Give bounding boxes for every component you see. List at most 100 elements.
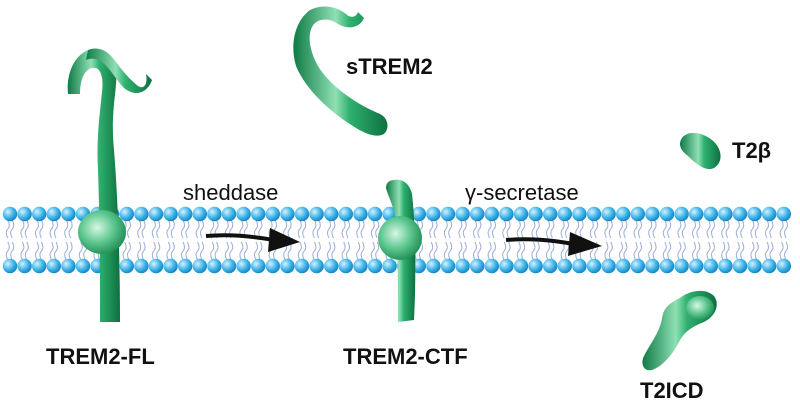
lipid-tail <box>151 241 156 261</box>
lipid-head <box>586 258 602 274</box>
lipid-head <box>192 206 207 222</box>
lipid-tail <box>224 241 229 261</box>
lipid-head <box>557 206 572 222</box>
lipid-tail <box>550 219 555 239</box>
lipid-head <box>543 206 558 222</box>
lipid-tail <box>64 241 69 261</box>
lipid-head <box>630 258 645 274</box>
lipid-tail <box>166 219 171 239</box>
trem2-ctf-protein <box>378 179 422 322</box>
lipid-tail <box>623 219 628 239</box>
lipid-head <box>455 206 470 222</box>
lipid-head <box>148 258 164 274</box>
lipid-tail <box>287 219 292 239</box>
lipid-head <box>528 258 543 274</box>
lipid-tail <box>579 219 584 239</box>
lipid-tail <box>706 241 711 261</box>
lipid-tail <box>297 219 302 239</box>
lipid-tail <box>779 219 784 239</box>
t2icd-fragment <box>642 290 717 371</box>
lipid-tail <box>151 219 156 239</box>
lipid-tail <box>10 219 15 239</box>
lipid-head <box>659 258 675 274</box>
lipid-head <box>367 206 383 222</box>
lipid-tail <box>433 219 438 239</box>
lipid-tail <box>327 241 331 261</box>
lipid-tail <box>35 241 39 261</box>
lipid-tail <box>506 219 511 239</box>
lipid-tail <box>692 219 696 239</box>
lipid-tail <box>765 241 769 261</box>
lipid-tail <box>356 241 361 261</box>
lipid-head <box>411 206 426 222</box>
lipid-tail <box>54 219 58 239</box>
lipid-head <box>689 258 704 274</box>
lipid-tail <box>696 241 701 261</box>
lipid-head <box>324 258 339 274</box>
lipid-tail <box>20 219 25 239</box>
lipid-tail <box>448 241 453 261</box>
lipid-tail <box>127 219 131 239</box>
lipid-tail <box>531 241 536 261</box>
lipid-tail <box>652 241 657 261</box>
lipid-tails <box>5 219 788 261</box>
lipid-tail <box>565 219 569 239</box>
lipid-head <box>674 206 689 222</box>
lipid-tail <box>166 241 171 261</box>
lipid-head <box>134 206 149 222</box>
lipid-head <box>61 258 76 274</box>
lipid-tail <box>516 241 521 261</box>
lipid-tail <box>433 241 438 261</box>
lipid-tail <box>316 241 321 261</box>
lipid-tail <box>473 219 477 239</box>
lipid-tail <box>521 219 526 239</box>
lipid-tail <box>24 241 29 261</box>
lipid-tail <box>604 241 609 261</box>
lipid-tail <box>331 241 336 261</box>
lipid-head <box>119 206 134 222</box>
lipid-head <box>280 258 295 274</box>
lipid-head <box>309 206 324 222</box>
lipid-tail <box>254 241 258 261</box>
lipid-tail <box>10 241 15 261</box>
lipid-head <box>762 206 777 222</box>
strem2-label: sTREM2 <box>346 54 433 79</box>
lipid-tail <box>692 241 696 261</box>
lipid-tail <box>725 219 730 239</box>
lipid-tail <box>287 241 292 261</box>
lipid-tail <box>375 219 380 239</box>
lipid-head <box>703 206 718 222</box>
lipid-tail <box>750 219 755 239</box>
lipid-tail <box>346 241 350 261</box>
lipid-tail <box>735 241 740 261</box>
lipid-tail <box>331 219 336 239</box>
lipid-tail <box>370 219 375 239</box>
lipid-head <box>265 206 280 222</box>
lipid-tail <box>648 241 653 261</box>
lipid-head <box>294 258 310 274</box>
lipid-head <box>2 206 18 222</box>
lipid-tail <box>141 219 146 239</box>
lipid-head <box>148 206 164 222</box>
lipid-tail <box>769 241 774 261</box>
lipid-tail <box>458 219 463 239</box>
lipid-tail <box>156 241 161 261</box>
lipid-tail <box>341 241 346 261</box>
lipid-tail <box>735 219 740 239</box>
lipid-tail <box>360 219 365 239</box>
lipid-head <box>178 206 193 222</box>
lipid-head <box>265 258 280 274</box>
lipid-tail <box>711 219 715 239</box>
lipid-tail <box>346 219 350 239</box>
lipid-tail <box>754 219 759 239</box>
lipid-tail <box>185 241 190 261</box>
lipid-head <box>776 206 791 222</box>
lipid-head <box>689 206 704 222</box>
lipid-tail <box>502 219 507 239</box>
lipid-head <box>440 258 456 274</box>
lipid-tail <box>779 241 784 261</box>
lipid-head <box>75 258 91 274</box>
lipid-tail <box>531 219 536 239</box>
